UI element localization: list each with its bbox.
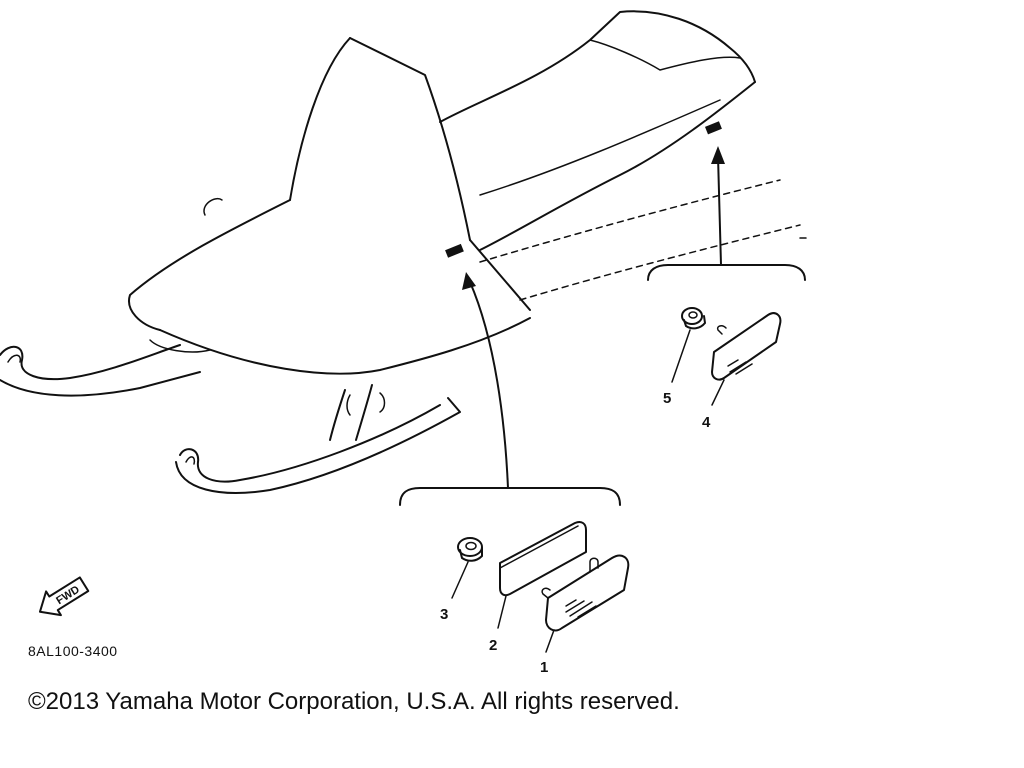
windshield-rear-edge: [349, 37, 471, 241]
callout-labels: 1 2 3 4 5: [440, 390, 711, 676]
hood-side-seam: [469, 239, 531, 311]
front-reflector-location: [445, 243, 464, 258]
seat-side-edge: [479, 81, 756, 251]
hood-handle: [203, 198, 223, 216]
hood-nose: [128, 199, 291, 331]
skis: [0, 339, 461, 494]
copyright-text: ©2013 Yamaha Motor Corporation, U.S.A. A…: [28, 688, 680, 715]
callout-4: 4: [702, 414, 711, 431]
rear-leader-line: [717, 155, 722, 266]
left-ski-curl: [7, 354, 22, 363]
snowmobile-outline: [128, 10, 807, 375]
part-1-reflector: [541, 554, 630, 632]
front-parts-bracket: [399, 487, 621, 506]
rear-parts-bracket: [647, 264, 806, 281]
callout-3: 3: [440, 606, 448, 623]
part-3-grommet: [457, 537, 483, 562]
callout-5-leader: [671, 329, 691, 383]
front-leader-line: [469, 281, 509, 489]
left-ski-bottom: [0, 371, 201, 397]
callout-1: 1: [540, 659, 548, 676]
front-reflector-set: [451, 520, 630, 653]
spindle-bracket-2: [346, 394, 351, 416]
spindle-left: [329, 389, 346, 441]
tunnel-line-upper: [479, 179, 781, 263]
right-ski-top: [179, 404, 441, 483]
group-brackets: [399, 264, 806, 506]
seat-crease: [589, 39, 741, 71]
part-5-grommet: [681, 307, 706, 330]
callout-2: 2: [489, 637, 497, 654]
windshield-front-edge: [289, 37, 351, 201]
rear-reflector-location: [705, 121, 722, 135]
leader-arrows: [462, 146, 725, 489]
left-ski-tip: [0, 344, 181, 381]
mount-locations: [445, 121, 722, 258]
callout-3-leader: [451, 561, 469, 599]
rear-reflector-set: [671, 307, 782, 406]
callout-5: 5: [663, 390, 671, 407]
rear-arrow-head: [711, 146, 725, 164]
spindle-right: [355, 384, 373, 441]
callout-2-leader: [497, 595, 507, 629]
tunnel-line-lower: [519, 224, 801, 301]
left-ski-strut: [149, 339, 211, 353]
callout-1-leader: [545, 629, 555, 653]
seat-side-crease: [479, 99, 721, 196]
hood-lower-edge: [159, 317, 531, 375]
part-2-base: [499, 520, 587, 597]
part-4-reflector: [711, 312, 782, 381]
callout-4-leader: [711, 379, 725, 406]
diagram-code: 8AL100-3400: [28, 643, 118, 659]
spindle-bracket: [379, 392, 386, 413]
right-ski-curl: [185, 456, 196, 465]
front-arrow-head: [462, 272, 476, 290]
part-1-hatch: [565, 599, 597, 618]
fwd-arrow-icon: FWD: [38, 576, 90, 617]
right-ski-bottom: [175, 397, 461, 494]
part-4-hatch: [727, 359, 753, 375]
